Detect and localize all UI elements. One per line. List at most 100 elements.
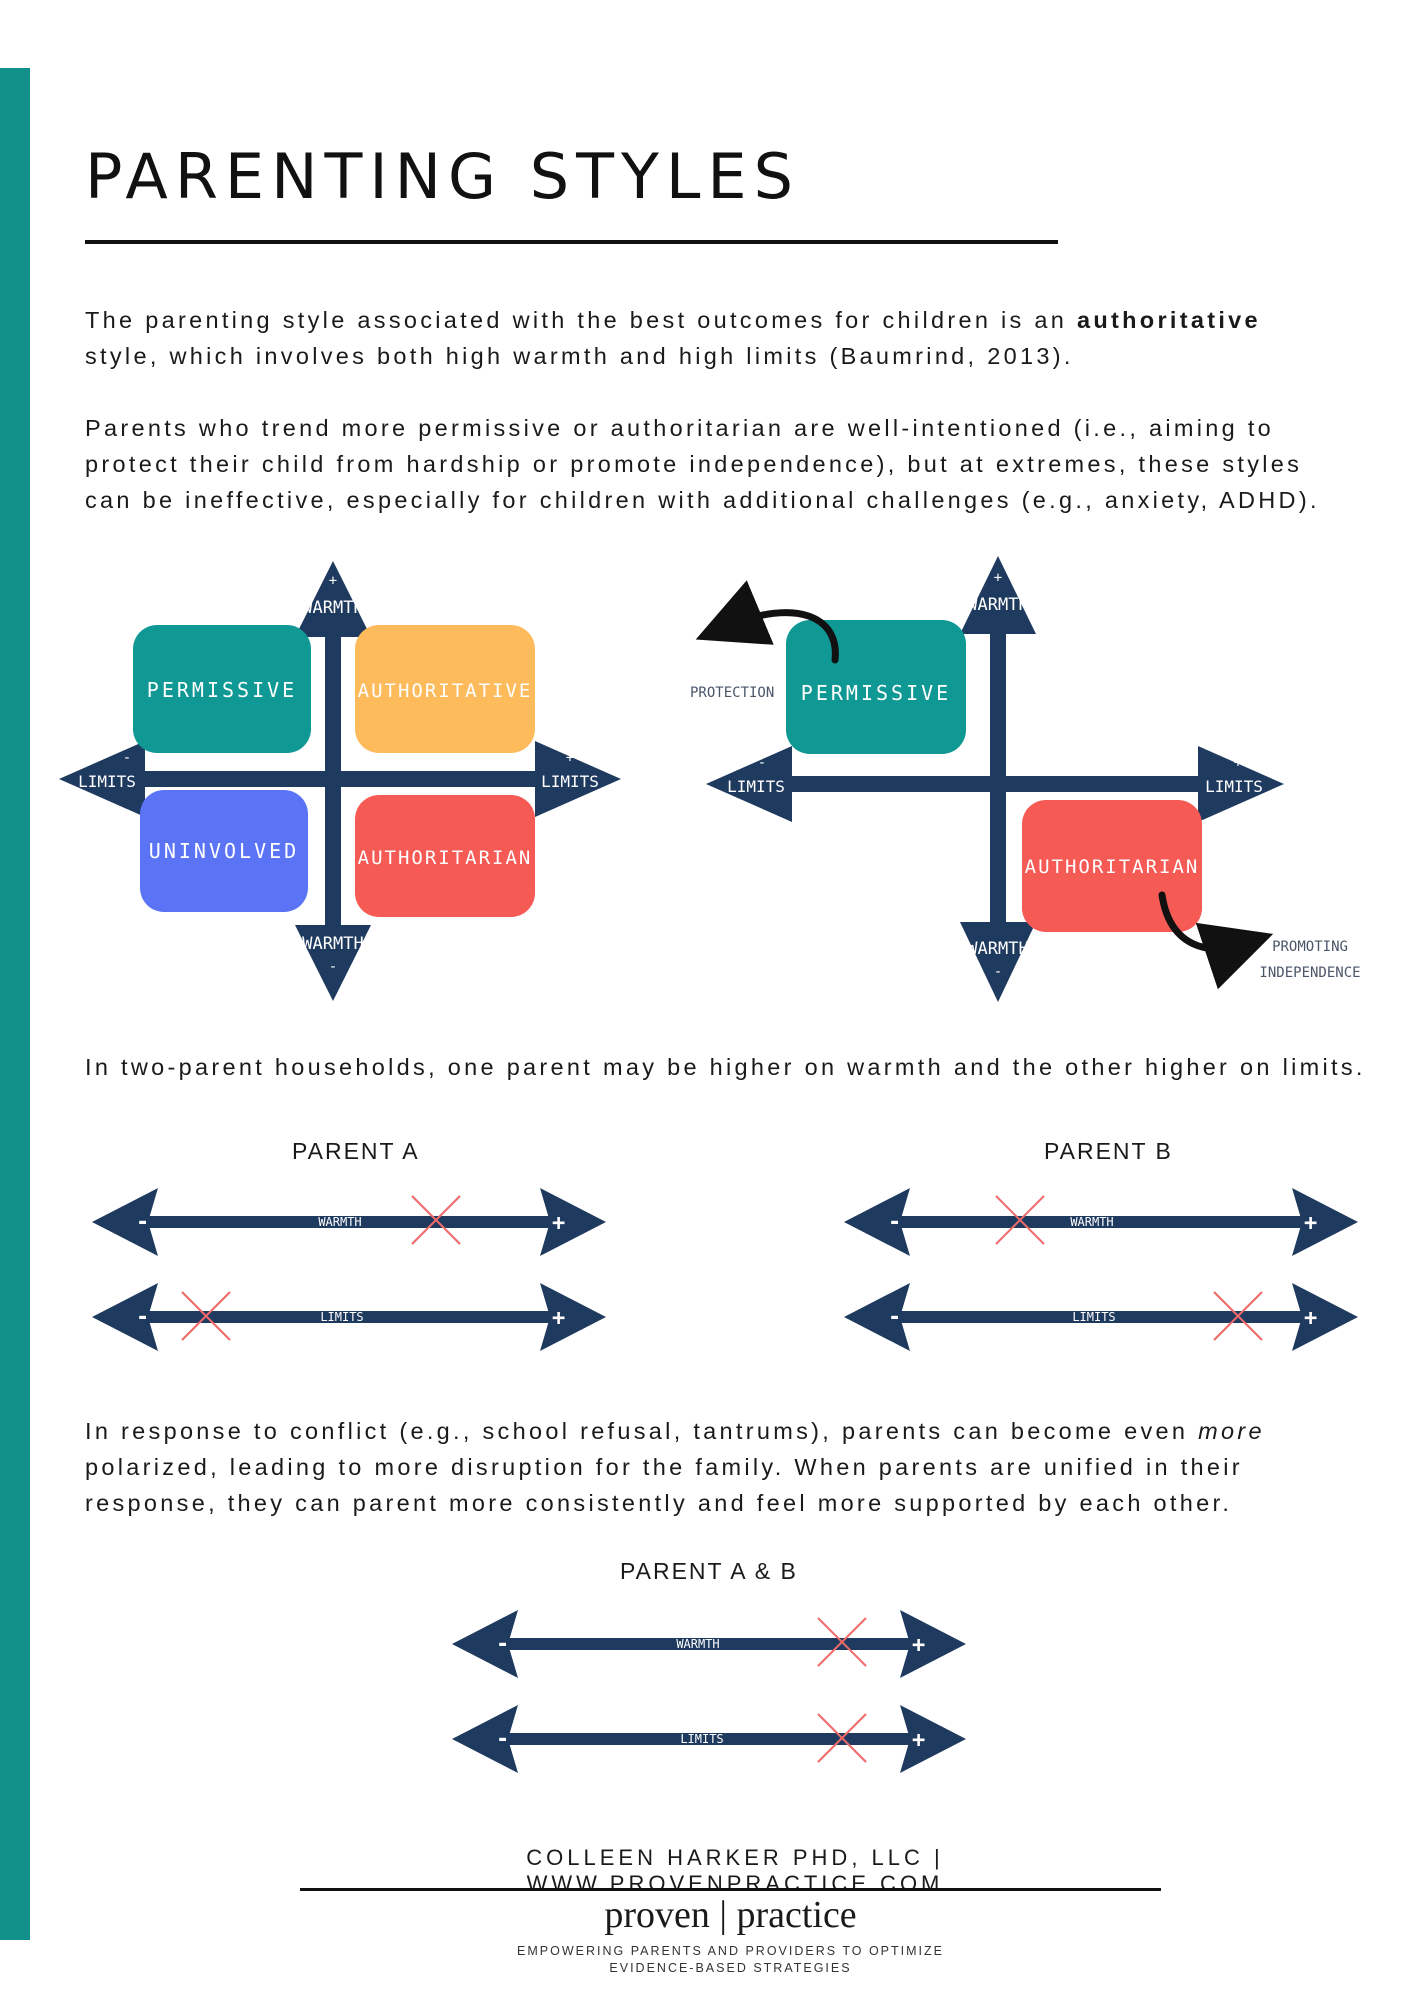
title-underline <box>85 240 1058 244</box>
warmth-minus-arrowhead <box>295 925 371 1001</box>
warmth-scale-bar <box>892 1216 1312 1228</box>
scale-plus-arrowhead <box>540 1283 606 1351</box>
authoritarian-quadrant <box>1022 800 1202 932</box>
scale-plus-arrowhead <box>900 1705 966 1773</box>
parent-b-scales: - + WARMTH - + LIMITS <box>842 1186 1362 1371</box>
limits-plus-sign: + <box>566 750 574 766</box>
position-marker <box>411 1195 461 1245</box>
authoritative-emphasis: authoritative <box>1077 307 1261 333</box>
scale-minus-arrowhead <box>452 1705 518 1773</box>
limits-minus-arrowhead <box>706 746 792 822</box>
scale-plus-arrowhead <box>1292 1283 1358 1351</box>
authoritarian-quadrant <box>355 795 535 917</box>
parent-a-label: PARENT A <box>292 1138 420 1164</box>
minus-sign: - <box>496 1632 509 1657</box>
promoting-label: PROMOTING <box>1272 939 1348 955</box>
limits-plus-sign: + <box>1234 755 1242 771</box>
plus-sign: + <box>912 1728 925 1753</box>
proven-practice-logo: proven | practice <box>604 1894 857 1936</box>
authoritarian-label: AUTHORITARIAN <box>358 847 533 869</box>
limits-plus-arrowhead <box>535 741 621 817</box>
parent-a-b-label: PARENT A & B <box>620 1558 798 1584</box>
warmth-bottom-label: WARMTH <box>302 934 363 954</box>
intro-paragraph-1: The parenting style associated with the … <box>85 302 1385 374</box>
tagline-line: EMPOWERING PARENTS AND PROVIDERS TO OPTI… <box>517 1944 944 1958</box>
accent-sidebar-bar <box>0 68 30 1940</box>
permissive-label: PERMISSIVE <box>147 678 297 702</box>
independence-label: INDEPENDENCE <box>1259 965 1360 981</box>
limits-plus-arrowhead <box>1198 746 1284 822</box>
warmth-scale-label: WARMTH <box>676 1637 719 1651</box>
warmth-bottom-label: WARMTH <box>967 939 1028 959</box>
footer-rule <box>300 1888 1161 1891</box>
intro-text: Parents who trend more permissive or aut… <box>85 415 1275 441</box>
warmth-plus-arrowhead <box>295 561 371 637</box>
limits-scale-bar <box>892 1311 1312 1323</box>
position-marker <box>1213 1291 1263 1341</box>
plus-sign: + <box>1304 1211 1317 1236</box>
limits-scale-label: LIMITS <box>1072 1310 1115 1324</box>
plus-sign: + <box>552 1306 565 1331</box>
warmth-plus-sign: + <box>994 570 1002 586</box>
limits-scale-label: LIMITS <box>320 1310 363 1324</box>
intro-text: style, which involves both high warmth a… <box>85 343 1074 369</box>
scale-minus-arrowhead <box>92 1283 158 1351</box>
limits-scale-bar <box>500 1733 920 1745</box>
protection-label: PROTECTION <box>690 685 774 701</box>
warmth-top-label: WARMTH <box>967 595 1028 615</box>
warmth-minus-sign: - <box>994 964 1002 980</box>
limits-minus-sign: - <box>123 750 131 766</box>
footer-tagline: EMPOWERING PARENTS AND PROVIDERS TO OPTI… <box>300 1943 1161 1977</box>
scale-plus-arrowhead <box>540 1188 606 1256</box>
warmth-plus-arrowhead <box>960 556 1036 634</box>
position-marker <box>181 1291 231 1341</box>
limits-minus-sign: - <box>758 755 766 771</box>
conflict-paragraph: In response to conflict (e.g., school re… <box>85 1413 1385 1521</box>
limits-minus-arrowhead <box>59 741 145 817</box>
conflict-text: response, they can parent more consisten… <box>85 1490 1233 1516</box>
authoritarian-label: AUTHORITARIAN <box>1025 856 1200 878</box>
warmth-scale-label: WARMTH <box>318 1215 361 1229</box>
limits-right-label: LIMITS <box>541 772 599 791</box>
tagline-line: EVIDENCE-BASED STRATEGIES <box>609 1961 852 1975</box>
permissive-quadrant <box>133 625 311 753</box>
more-emphasis: more <box>1198 1418 1265 1444</box>
limits-scale-bar <box>140 1311 560 1323</box>
intro-text: protect their child from hardship or pro… <box>85 451 1303 477</box>
uninvolved-label: UNINVOLVED <box>149 839 299 863</box>
scale-plus-arrowhead <box>900 1610 966 1678</box>
position-marker <box>995 1195 1045 1245</box>
uninvolved-quadrant <box>140 790 308 912</box>
intro-text: can be ineffective, especially for child… <box>85 487 1320 513</box>
scale-minus-arrowhead <box>452 1610 518 1678</box>
warmth-minus-arrowhead <box>960 922 1036 1002</box>
limits-left-label: LIMITS <box>727 777 785 796</box>
plus-sign: + <box>552 1211 565 1236</box>
limits-scale: - + LIMITS <box>92 1283 606 1351</box>
scale-plus-arrowhead <box>1292 1188 1358 1256</box>
warmth-scale: - + WARMTH <box>844 1188 1358 1256</box>
warmth-scale-bar <box>500 1638 920 1650</box>
conflict-text: polarized, leading to more disruption fo… <box>85 1454 1243 1480</box>
authoritative-label: AUTHORITATIVE <box>358 680 533 702</box>
page-title: PARENTING STYLES <box>85 140 800 213</box>
permissive-quadrant <box>786 620 966 754</box>
warmth-scale: - + WARMTH <box>92 1188 606 1256</box>
parenting-styles-quadrant-diagram: PERMISSIVE AUTHORITATIVE UNINVOLVED AUTH… <box>55 555 625 1010</box>
scale-minus-arrowhead <box>844 1283 910 1351</box>
minus-sign: - <box>888 1305 901 1330</box>
limits-right-label: LIMITS <box>1205 777 1263 796</box>
plus-sign: + <box>912 1633 925 1658</box>
minus-sign: - <box>888 1210 901 1235</box>
intro-text: The parenting style associated with the … <box>85 307 1077 333</box>
minus-sign: - <box>496 1727 509 1752</box>
minus-sign: - <box>136 1210 149 1235</box>
protection-curved-arrow <box>695 580 839 664</box>
limits-scale: - + LIMITS <box>844 1283 1358 1351</box>
warmth-scale-label: WARMTH <box>1070 1215 1113 1229</box>
limits-axis-line <box>740 776 1250 792</box>
parent-b-label: PARENT B <box>1044 1138 1173 1164</box>
parent-a-b-scales: - + WARMTH - + LIMITS <box>450 1608 970 1793</box>
limits-scale-label: LIMITS <box>680 1732 723 1746</box>
warmth-scale: - + WARMTH <box>452 1610 966 1678</box>
